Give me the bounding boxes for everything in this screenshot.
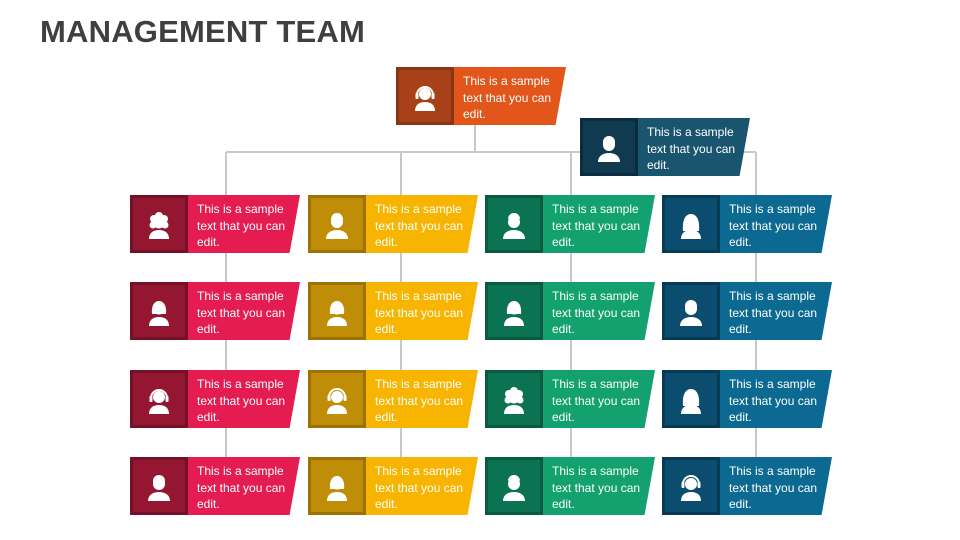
card-banner: [184, 282, 300, 340]
man-tie-icon: [485, 195, 543, 253]
page-title: MANAGEMENT TEAM: [40, 14, 366, 49]
card-banner: [362, 195, 478, 253]
man-suit-icon: [130, 457, 188, 515]
woman-icon: [308, 282, 366, 340]
org-card-col4-row3: This is a sample text that you can edit.: [662, 370, 832, 428]
man-headset-icon: [308, 370, 366, 428]
org-card-col3-row3: This is a sample text that you can edit.: [485, 370, 655, 428]
woman-icon: [308, 457, 366, 515]
org-card-col4-row4: This is a sample text that you can edit.: [662, 457, 832, 515]
card-text: This is a sample text that you can edit.: [729, 289, 818, 337]
card-text: This is a sample text that you can edit.: [375, 377, 464, 425]
card-banner: [184, 457, 300, 515]
card-banner: [716, 370, 832, 428]
woman-icon: [130, 282, 188, 340]
card-text: This is a sample text that you can edit.: [552, 377, 641, 425]
card-banner: [716, 195, 832, 253]
org-card-col1-row2: This is a sample text that you can edit.: [130, 282, 300, 340]
card-text: This is a sample text that you can edit.: [463, 74, 552, 122]
card-banner: [634, 118, 750, 176]
org-card-col2-row4: This is a sample text that you can edit.: [308, 457, 478, 515]
org-card-col3-row4: This is a sample text that you can edit.: [485, 457, 655, 515]
org-card-col4-row1: This is a sample text that you can edit.: [662, 195, 832, 253]
card-text: This is a sample text that you can edit.: [729, 377, 818, 425]
card-banner: [539, 195, 655, 253]
card-text: This is a sample text that you can edit.: [552, 289, 641, 337]
card-text: This is a sample text that you can edit.: [197, 377, 286, 425]
card-text: This is a sample text that you can edit.: [552, 464, 641, 512]
org-card-col3-row2: This is a sample text that you can edit.: [485, 282, 655, 340]
org-card-col1-row4: This is a sample text that you can edit.: [130, 457, 300, 515]
card-text: This is a sample text that you can edit.: [647, 125, 736, 173]
card-text: This is a sample text that you can edit.: [197, 289, 286, 337]
card-banner: [716, 282, 832, 340]
card-text: This is a sample text that you can edit.: [375, 464, 464, 512]
card-text: This is a sample text that you can edit.: [552, 202, 641, 250]
org-card-col4-row2: This is a sample text that you can edit.: [662, 282, 832, 340]
card-text: This is a sample text that you can edit.: [729, 464, 818, 512]
card-banner: [362, 370, 478, 428]
org-card-top: This is a sample text that you can edit.: [396, 67, 566, 125]
org-card-col3-row1: This is a sample text that you can edit.: [485, 195, 655, 253]
woman-icon: [485, 282, 543, 340]
woman-long-hair-icon: [662, 195, 720, 253]
org-card-col2-row1: This is a sample text that you can edit.: [308, 195, 478, 253]
card-banner: [450, 67, 566, 125]
card-text: This is a sample text that you can edit.: [375, 202, 464, 250]
card-banner: [716, 457, 832, 515]
card-text: This is a sample text that you can edit.: [375, 289, 464, 337]
org-card-col2-row3: This is a sample text that you can edit.: [308, 370, 478, 428]
card-banner: [184, 370, 300, 428]
card-text: This is a sample text that you can edit.: [197, 202, 286, 250]
man-tie-icon: [485, 457, 543, 515]
card-banner: [539, 370, 655, 428]
woman-headset-icon: [396, 67, 454, 125]
card-banner: [539, 282, 655, 340]
woman-long-hair-icon: [662, 370, 720, 428]
org-card-col1-row1: This is a sample text that you can edit.: [130, 195, 300, 253]
card-banner: [362, 282, 478, 340]
org-card-col2-row2: This is a sample text that you can edit.: [308, 282, 478, 340]
woman-curly-hair-icon: [130, 195, 188, 253]
man-headset-icon: [662, 457, 720, 515]
card-banner: [184, 195, 300, 253]
man-suit-icon: [662, 282, 720, 340]
card-text: This is a sample text that you can edit.: [197, 464, 286, 512]
woman-headset-icon: [130, 370, 188, 428]
org-card-col1-row3: This is a sample text that you can edit.: [130, 370, 300, 428]
card-text: This is a sample text that you can edit.: [729, 202, 818, 250]
card-banner: [539, 457, 655, 515]
man-icon: [308, 195, 366, 253]
org-card-second: This is a sample text that you can edit.: [580, 118, 750, 176]
woman-curly-hair-icon: [485, 370, 543, 428]
man-suit-icon: [580, 118, 638, 176]
card-banner: [362, 457, 478, 515]
